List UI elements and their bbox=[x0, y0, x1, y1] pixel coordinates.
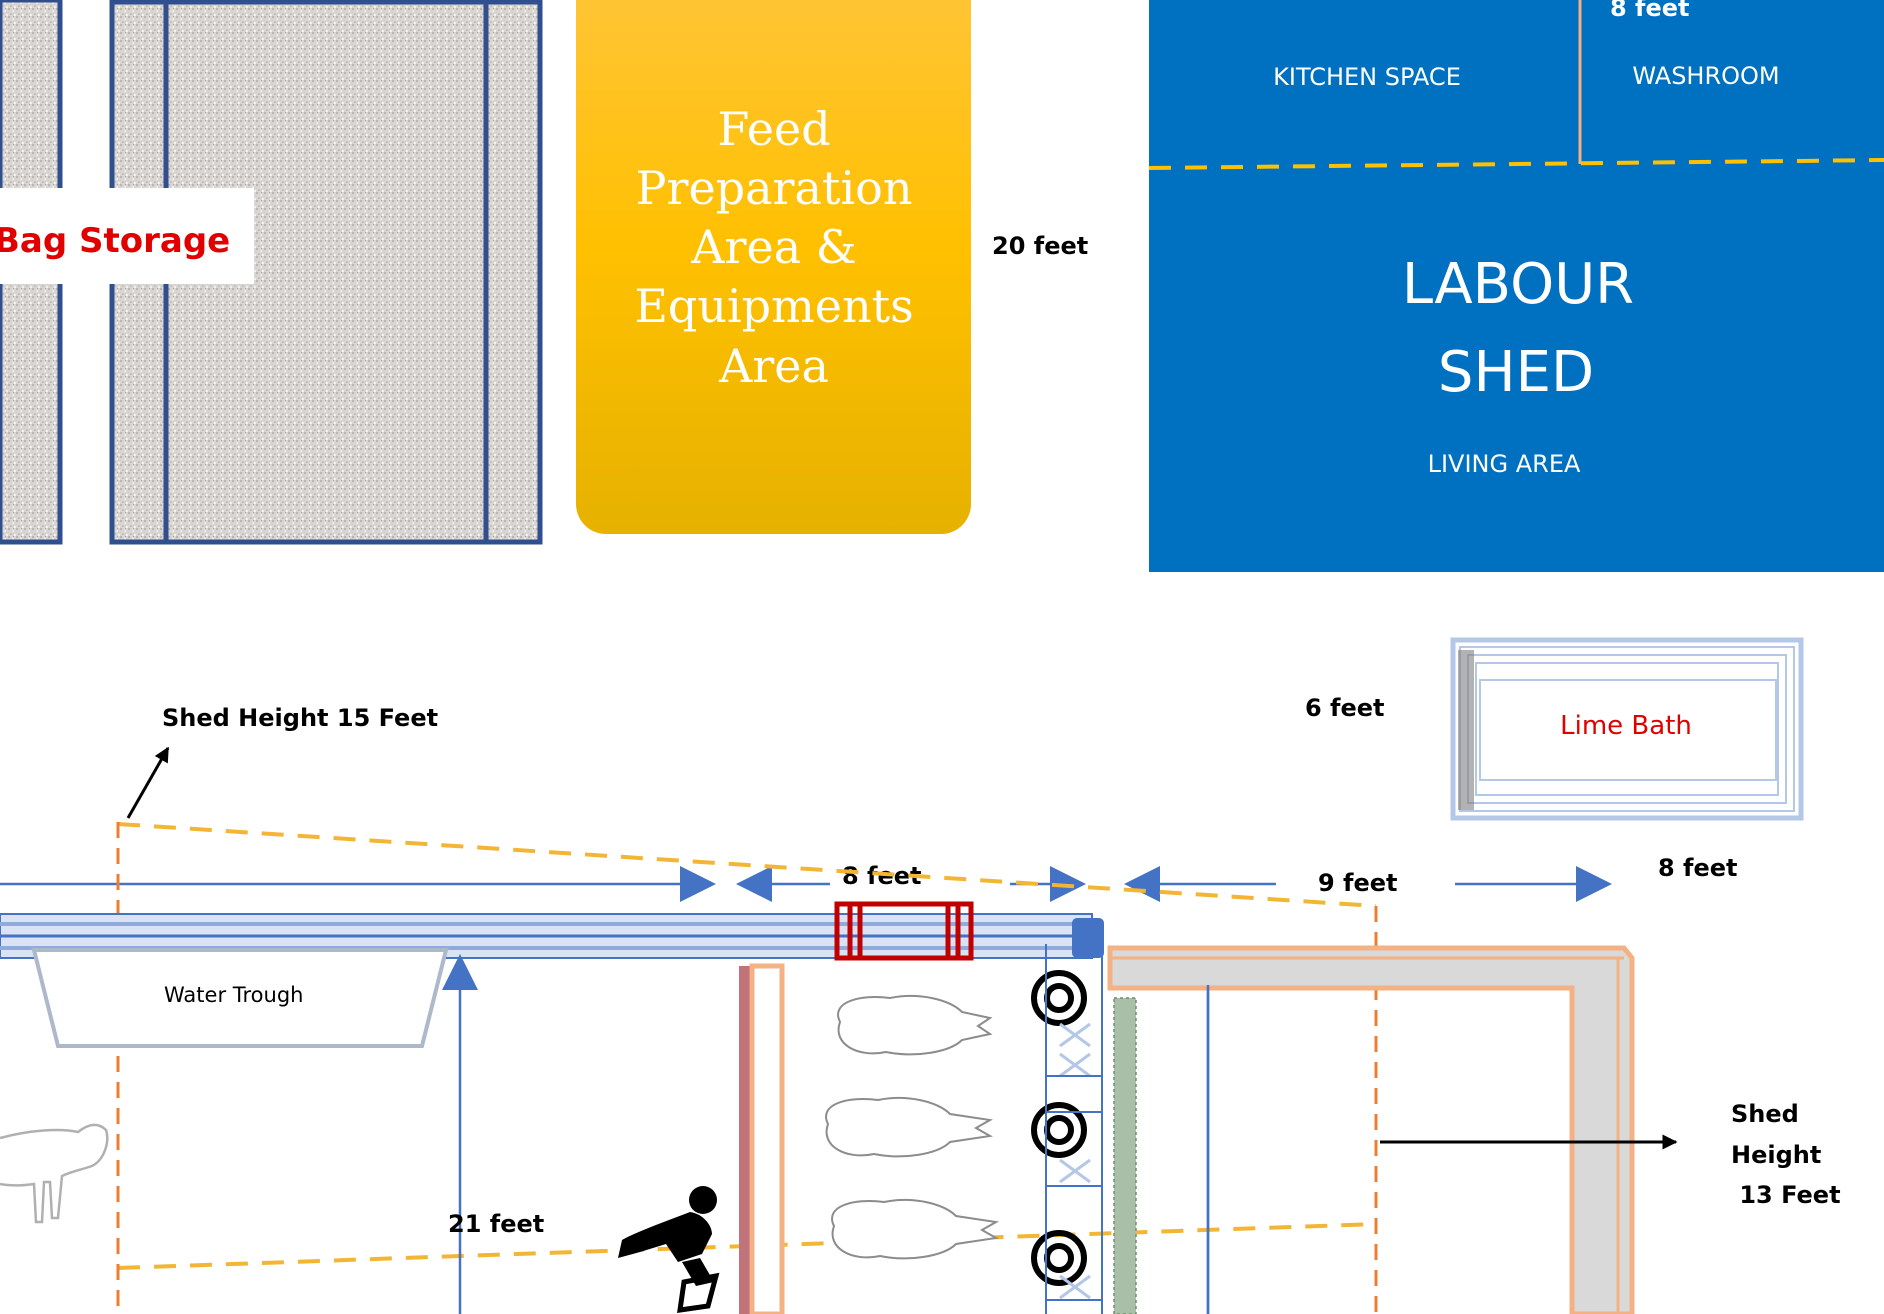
water-trough bbox=[31, 948, 449, 1048]
feed-area-line-2: Preparation bbox=[636, 161, 913, 215]
water-bowl-icons bbox=[1031, 970, 1087, 1286]
dimension-8-feet-right: 8 feet bbox=[1658, 854, 1738, 882]
shed-side-wall bbox=[1107, 945, 1635, 1314]
shed-height-13-line-3: 13 Feet bbox=[1731, 1181, 1841, 1209]
labour-shed-title-line-1: LABOUR bbox=[1402, 252, 1634, 317]
labour-shed-title-line-2: SHED bbox=[1438, 340, 1594, 405]
roof-line-top bbox=[117, 822, 1377, 908]
bag-storage-label: Bag Storage bbox=[0, 221, 230, 261]
shed-height-15-arrow bbox=[126, 746, 170, 819]
dimension-20-feet: 20 feet bbox=[992, 232, 1088, 260]
labour-shed-dashed-divider bbox=[1148, 158, 1884, 170]
kitchen-space-label: KITCHEN SPACE bbox=[1273, 63, 1461, 91]
red-gate bbox=[834, 901, 974, 961]
shed-height-15-label: Shed Height 15 Feet bbox=[162, 704, 438, 732]
water-trough-label: Water Trough bbox=[164, 983, 303, 1007]
dimension-9-feet: 9 feet bbox=[1318, 869, 1398, 897]
cow-outline-icon bbox=[0, 1123, 109, 1224]
shed-height-13-line-2: Height bbox=[1731, 1141, 1821, 1169]
dimension-21-feet: 21 feet bbox=[448, 1210, 544, 1238]
stall-wall bbox=[749, 963, 785, 1314]
living-area-label: LIVING AREA bbox=[1428, 450, 1581, 478]
washroom-label: WASHROOM bbox=[1632, 62, 1779, 90]
feed-area-line-3: Area & bbox=[690, 220, 856, 274]
water-bowl-icon-3 bbox=[1031, 1230, 1087, 1286]
green-strip bbox=[1113, 997, 1137, 1314]
shed-height-13-line-1: Shed bbox=[1731, 1100, 1799, 1128]
labour-shed-block bbox=[1149, 0, 1884, 572]
feed-area-line-5: Area bbox=[718, 339, 829, 393]
lime-bath-label: Lime Bath bbox=[1560, 711, 1692, 741]
feed-preparation-area bbox=[576, 0, 971, 534]
cow-top-view-1 bbox=[837, 994, 993, 1056]
worker-icon bbox=[618, 1186, 720, 1313]
dimension-8-feet-top: 8 feet bbox=[1610, 0, 1690, 22]
feed-area-label: Feed Preparation Area & Equipments Area bbox=[634, 102, 913, 393]
stall-wall-dark bbox=[739, 966, 751, 1314]
cow-top-view-2 bbox=[825, 1096, 993, 1158]
lattice-fence bbox=[1045, 944, 1103, 1314]
cow-top-view-3 bbox=[831, 1198, 999, 1260]
bag-storage-block bbox=[0, 0, 543, 545]
feed-area-line-4: Equipments bbox=[634, 279, 913, 333]
dimension-6-feet: 6 feet bbox=[1305, 694, 1385, 722]
water-bowl-icon-1 bbox=[1031, 970, 1087, 1026]
feed-area-line-1: Feed bbox=[717, 102, 830, 156]
lime-bath bbox=[1450, 637, 1804, 821]
dimension-8-feet-mid: 8 feet bbox=[842, 862, 922, 890]
